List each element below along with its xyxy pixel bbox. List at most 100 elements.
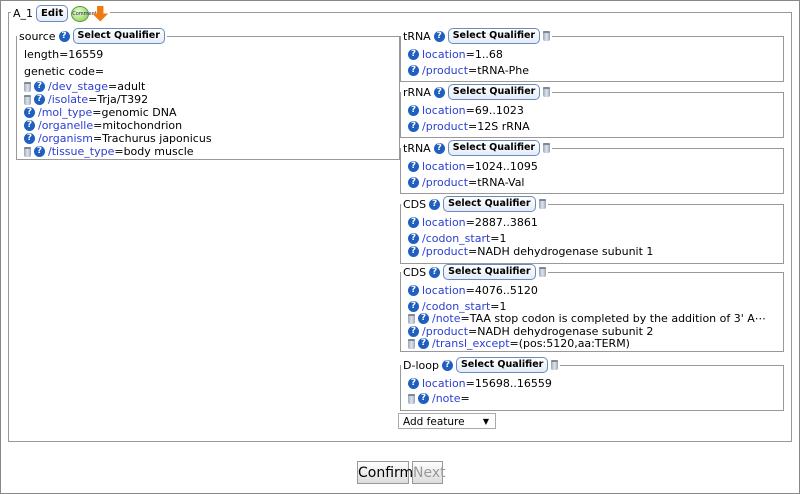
feature-type: tRNA — [403, 141, 431, 155]
help-icon[interactable]: ? — [408, 105, 419, 116]
help-icon[interactable]: ? — [408, 161, 419, 172]
help-icon[interactable]: ? — [429, 266, 441, 278]
feature-header: CDS ? Select Qualifier — [401, 264, 548, 280]
qualifier-row: ? /note= — [408, 392, 470, 405]
delete-feature-icon[interactable] — [543, 31, 551, 41]
edit-button[interactable]: Edit — [36, 5, 69, 22]
help-icon[interactable]: ? — [408, 301, 419, 312]
select-qualifier-button[interactable]: Select Qualifier — [443, 196, 536, 212]
confirm-button[interactable]: Confirm — [357, 461, 413, 484]
help-icon[interactable]: ? — [433, 142, 445, 154]
qualifier-row: ? /organism=Trachurus japonicus — [24, 132, 212, 145]
delete-feature-icon[interactable] — [538, 267, 546, 277]
qualifier-name[interactable]: /tissue_type — [48, 145, 115, 158]
qualifier-name[interactable]: /note — [432, 312, 461, 325]
trash-icon[interactable] — [24, 94, 31, 105]
qualifier-name[interactable]: /note — [432, 392, 461, 405]
qualifier-row: ? /product=12S rRNA — [408, 120, 530, 133]
help-icon[interactable]: ? — [408, 217, 419, 228]
help-icon[interactable]: ? — [58, 30, 70, 42]
qualifier-row: ? /transl_except=(pos:5120,aa:TERM) — [408, 337, 630, 350]
qualifier-name[interactable]: location — [422, 284, 466, 297]
add-feature-select[interactable]: Add feature ▼ — [398, 413, 496, 429]
help-icon[interactable]: ? — [418, 393, 429, 404]
qualifier-name[interactable]: /product — [422, 120, 469, 133]
help-icon[interactable]: ? — [408, 246, 419, 257]
feature-header: CDS ? Select Qualifier — [401, 196, 548, 212]
qualifier-name[interactable]: /product — [422, 176, 469, 189]
qualifier-name[interactable]: /transl_except — [432, 337, 510, 350]
help-icon[interactable]: ? — [408, 378, 419, 389]
qualifier-name[interactable]: location — [422, 160, 466, 173]
qualifier-name[interactable]: /codon_start — [422, 300, 491, 313]
trash-icon[interactable] — [408, 313, 415, 324]
qualifier-name[interactable]: /organelle — [38, 119, 94, 132]
qualifier-name[interactable]: location — [422, 377, 466, 390]
qualifier-name[interactable]: /product — [422, 245, 469, 258]
select-qualifier-button[interactable]: Select Qualifier — [447, 140, 541, 156]
help-icon[interactable]: ? — [408, 49, 419, 60]
feature-type: rRNA — [403, 85, 431, 99]
qualifier-name[interactable]: /isolate — [48, 93, 89, 106]
help-icon[interactable]: ? — [408, 326, 419, 337]
help-icon[interactable]: ? — [418, 338, 429, 349]
qualifier-name[interactable]: /mol_type — [38, 106, 93, 119]
help-icon[interactable]: ? — [433, 86, 445, 98]
qualifier-row: ? location=69..1023 — [408, 104, 524, 117]
help-icon[interactable]: ? — [34, 94, 45, 105]
select-qualifier-button[interactable]: Select Qualifier — [455, 357, 549, 373]
help-icon[interactable]: ? — [408, 233, 419, 244]
qualifier-name[interactable]: /organism — [38, 132, 93, 145]
delete-feature-icon[interactable] — [543, 143, 551, 153]
help-icon[interactable]: ? — [408, 65, 419, 76]
trash-icon[interactable] — [408, 338, 415, 349]
qualifier-name[interactable]: location — [422, 216, 466, 229]
trash-icon[interactable] — [24, 81, 31, 92]
qualifier-name[interactable]: /product — [422, 64, 469, 77]
delete-feature-icon[interactable] — [543, 87, 551, 97]
select-qualifier-button[interactable]: Select Qualifier — [447, 84, 541, 100]
trash-icon[interactable] — [408, 393, 415, 404]
qualifier-value: =1024..1095 — [465, 160, 538, 173]
help-icon[interactable]: ? — [34, 81, 45, 92]
help-icon[interactable]: ? — [24, 120, 35, 131]
help-icon[interactable]: ? — [24, 133, 35, 144]
qualifier-value: =1..68 — [465, 48, 503, 61]
help-icon[interactable]: ? — [408, 177, 419, 188]
help-icon[interactable]: ? — [441, 359, 453, 371]
qualifier-row: ? /organelle=mitochondrion — [24, 119, 182, 132]
help-icon[interactable]: ? — [408, 121, 419, 132]
genetic-code-text: genetic code= — [24, 65, 105, 78]
help-icon[interactable]: ? — [433, 30, 445, 42]
trash-icon[interactable] — [24, 146, 31, 157]
qualifier-value: =(pos:5120,aa:TERM) — [509, 337, 630, 350]
delete-feature-icon[interactable] — [551, 360, 559, 370]
comment-icon[interactable]: Comment — [71, 5, 97, 22]
select-qualifier-button[interactable]: Select Qualifier — [447, 28, 541, 44]
qualifier-name[interactable]: /dev_stage — [48, 80, 109, 93]
qualifier-name[interactable]: /product — [422, 325, 469, 338]
help-icon[interactable]: ? — [34, 146, 45, 157]
record-panel: A_1 Edit Comment — [8, 5, 792, 442]
select-qualifier-button[interactable]: Select Qualifier — [443, 264, 536, 280]
help-icon[interactable]: ? — [408, 285, 419, 296]
qualifier-row: ? /product=NADH dehydrogenase subunit 2 — [408, 325, 653, 338]
download-icon[interactable] — [92, 5, 109, 22]
help-icon[interactable]: ? — [429, 198, 441, 210]
qualifier-value: =Trja/T392 — [88, 93, 149, 106]
qualifier-name[interactable]: /codon_start — [422, 232, 491, 245]
feature-header: tRNA ? Select Qualifier — [401, 140, 553, 156]
delete-feature-icon[interactable] — [538, 199, 546, 209]
feature-type: CDS — [403, 265, 427, 279]
qualifier-row: ? /dev_stage=adult — [24, 80, 145, 93]
help-icon[interactable]: ? — [418, 313, 429, 324]
qualifier-value: =TAA stop codon is completed by the addi… — [460, 312, 766, 325]
feature-header: D-loop ? Select Qualifier — [401, 357, 561, 373]
feature-header: source ? Select Qualifier — [17, 28, 167, 44]
feature-source: source ? Select Qualifier length=16559 g… — [16, 28, 400, 160]
qualifier-name[interactable]: location — [422, 48, 466, 61]
next-button[interactable]: Next — [412, 461, 446, 484]
select-qualifier-button[interactable]: Select Qualifier — [72, 28, 165, 44]
qualifier-name[interactable]: location — [422, 104, 466, 117]
help-icon[interactable]: ? — [24, 107, 35, 118]
